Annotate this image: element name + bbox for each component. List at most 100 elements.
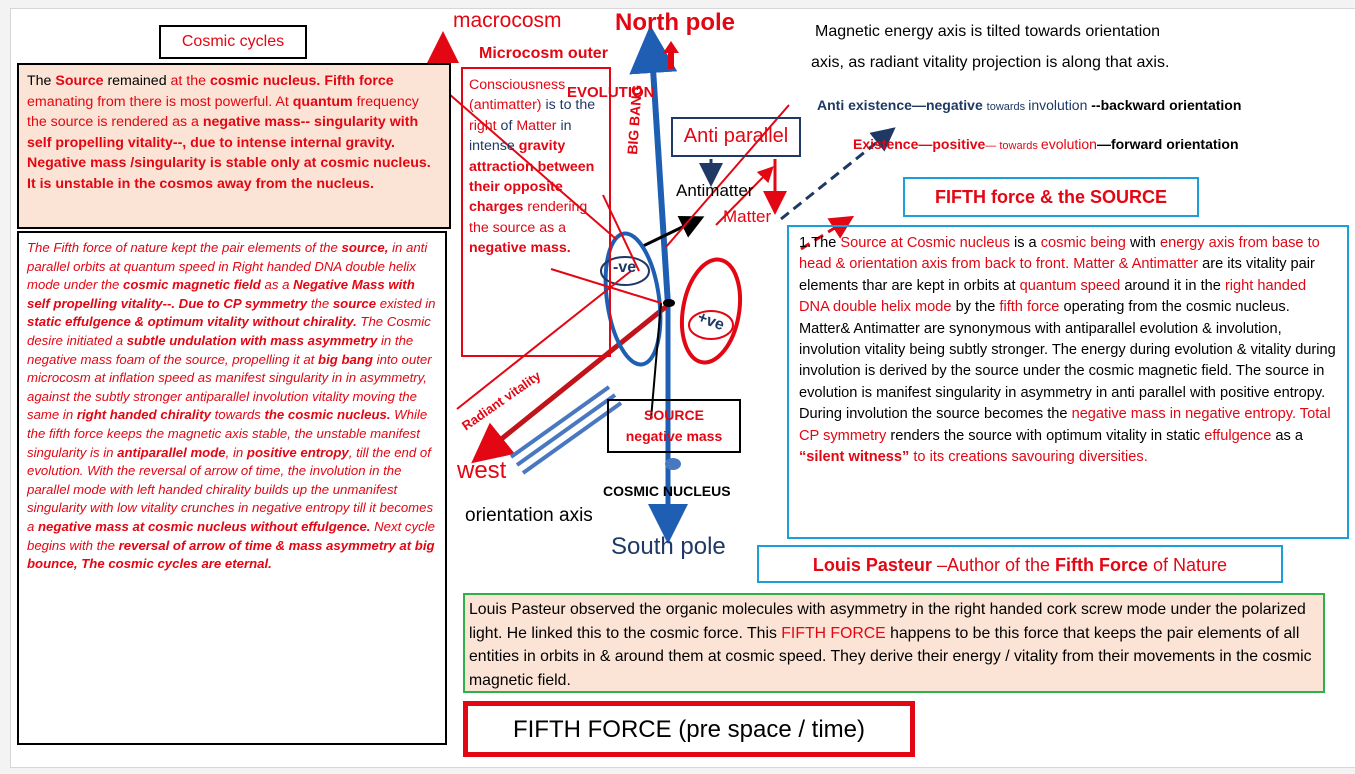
text-run: The C	[356, 314, 397, 330]
text-run: by the	[951, 299, 1000, 316]
anti-parallel-box: Anti parallel	[671, 117, 801, 157]
anti-existence-line: Anti existence—negative towards involuti…	[817, 97, 1242, 113]
text-run: with	[1125, 235, 1160, 251]
text-run: quantum	[292, 93, 353, 110]
fifth-source-title-box: FIFTH force & the SOURCE	[903, 177, 1199, 217]
orientation-axis-label: orientation axis	[465, 505, 593, 526]
cosmic-cycles-title-box: Cosmic cycles	[159, 25, 307, 59]
text-run: Negative Mass with self propelling vital…	[27, 277, 415, 311]
text-run: right handed DNA double helix mode	[799, 277, 1307, 316]
negative-mass-label: negative mass	[625, 428, 723, 444]
text-run: renders the source with optimum vitality…	[890, 427, 1205, 444]
text-run: in intense	[469, 117, 572, 155]
footer-title: FIFTH FORCE (pre space / time)	[512, 716, 866, 743]
consciousness-text: Consciousness (antimatter) is to the rig…	[469, 77, 595, 256]
text-run: is to the	[541, 97, 596, 114]
fifth-force-description: The Fifth force of nature kept the pair …	[27, 240, 435, 571]
text-run: , till the end of evolution. With the re…	[27, 444, 434, 534]
source-label: SOURCE	[644, 407, 704, 423]
text-run: source	[332, 295, 377, 311]
nucleus-dot	[665, 458, 681, 470]
matter-label: Matter	[723, 207, 772, 226]
source-explanation-box: 1.The Source at Cosmic nucleus is a cosm…	[787, 225, 1349, 539]
consciousness-box: Consciousness (antimatter) is to the rig…	[461, 67, 611, 357]
text-run: the	[307, 295, 333, 311]
text-run: into outer microcosm at inflation speed …	[27, 351, 432, 423]
text-run: quantum speed	[1019, 277, 1121, 294]
magnetic-note-line1: Magnetic energy axis is tilted towards o…	[815, 23, 1161, 40]
text-run: rendering the source as a	[469, 199, 588, 236]
north-pole-label: North pole	[615, 9, 735, 36]
minus-ve-label: -ve	[613, 259, 637, 276]
text-run: FIFTH FORCE	[781, 624, 886, 642]
text-run: emanating from there is most powerful. A…	[27, 93, 293, 110]
west-arrow	[471, 303, 670, 464]
text-run: negative mass at cosmic nucleus without …	[38, 518, 371, 534]
text-run: While the fifth force keeps the magnetic…	[27, 407, 428, 460]
text-run: subtle undulation with mass asymmetry	[126, 332, 378, 348]
west-label: west	[457, 457, 507, 484]
text-run: , The cosmic cycles are eternal.	[73, 556, 272, 572]
text-run: operating from the cosmic nucleus. Matte…	[799, 299, 1336, 423]
text-run: negative mass in negative entropy. Total	[1071, 406, 1331, 423]
text-run: energy axis from base to head & orientat…	[799, 235, 1320, 273]
text-run: positive entropy	[246, 444, 349, 460]
text-run: the cosmic nucleus.	[264, 407, 391, 423]
text-run: at the	[170, 73, 210, 89]
text-run: Next cycle begins with the	[27, 518, 435, 553]
text-run: Louis Pasteur observed the organic molec…	[469, 601, 1306, 642]
text-run: to its creations savouring diversities.	[909, 449, 1148, 466]
text-run: right	[469, 117, 497, 134]
text-run: right handed chirality	[76, 407, 211, 423]
text-run: osmic desire	[27, 314, 431, 348]
text-run: gravity attraction between their opposit…	[469, 138, 595, 216]
text-run: cosmic being	[1040, 235, 1126, 251]
fifth-source-title: FIFTH force & the SOURCE	[934, 187, 1167, 207]
text-run: of	[496, 117, 517, 134]
text-run: in anti parallel orbits at quantum speed…	[27, 240, 428, 293]
macrocosm-label: macrocosm	[453, 9, 562, 32]
anti-parallel-label: Anti parallel	[683, 125, 789, 147]
text-run: big bang	[318, 351, 373, 367]
text-run: fifth force	[999, 299, 1060, 316]
cosmic-nucleus-label: COSMIC NUCLEUS	[603, 483, 731, 499]
text-run: existed in	[376, 295, 436, 311]
antimatter-arrow	[640, 216, 705, 249]
microcosm-outer-label: Microcosm outer	[479, 45, 608, 62]
text-run: The Fifth force of nature kept the pair …	[27, 240, 342, 255]
existence-line: Existence—positive— towards evolution—fo…	[853, 136, 1239, 152]
text-run: Matter & Antimatter	[1069, 256, 1199, 273]
matter-orbit	[679, 257, 743, 365]
source-description: The Source remained at the cosmic nucleu…	[27, 73, 431, 192]
text-run: CP symmetry	[799, 427, 891, 444]
source-negative-mass-box: SOURCE negative mass	[607, 399, 741, 453]
source-description-box: The Source remained at the cosmic nucleu…	[17, 63, 451, 229]
text-run: as a	[1271, 427, 1303, 444]
south-pole-label: South pole	[611, 533, 726, 560]
text-run: as a	[260, 277, 294, 293]
text-run: negative mass.	[469, 240, 571, 257]
text-run: towards	[210, 407, 265, 423]
source-explanation: 1.The Source at Cosmic nucleus is a cosm…	[799, 235, 1336, 465]
cosmic-diagram	[427, 25, 896, 544]
text-run: The	[27, 73, 56, 89]
text-run: , in	[225, 444, 247, 460]
text-run: reversal of arrow of time & mass asymmet…	[27, 537, 435, 572]
text-run: remained	[103, 73, 171, 89]
cosmic-cycles-title: Cosmic cycles	[181, 33, 285, 50]
text-run: “silent witness”	[799, 449, 910, 466]
text-run: negative mass-- singularity with self pr…	[27, 114, 431, 192]
text-run: are its vitality pair elements thar are …	[799, 256, 1315, 294]
footer-title-box: FIFTH FORCE (pre space / time)	[463, 701, 915, 757]
text-run: static effulgence & optimum vitality wit…	[27, 314, 357, 330]
fifth-force-description-box: The Fifth force of nature kept the pair …	[17, 231, 447, 745]
text-run: effulgence	[1204, 427, 1272, 444]
magnetic-note-line2: axis, as radiant vitality projection is …	[811, 54, 1170, 71]
text-run: cosmic magnetic field	[123, 277, 261, 293]
pasteur-title: Louis Pasteur –Author of the Fifth Force…	[812, 555, 1228, 575]
text-run: Consciousness (antimatter)	[469, 77, 566, 114]
pasteur-description-box: Louis Pasteur observed the organic molec…	[463, 593, 1325, 693]
text-run: is a	[1009, 235, 1041, 251]
energy-axis-up	[629, 25, 678, 306]
text-run: in the negative mass foam of the source,…	[27, 332, 414, 367]
